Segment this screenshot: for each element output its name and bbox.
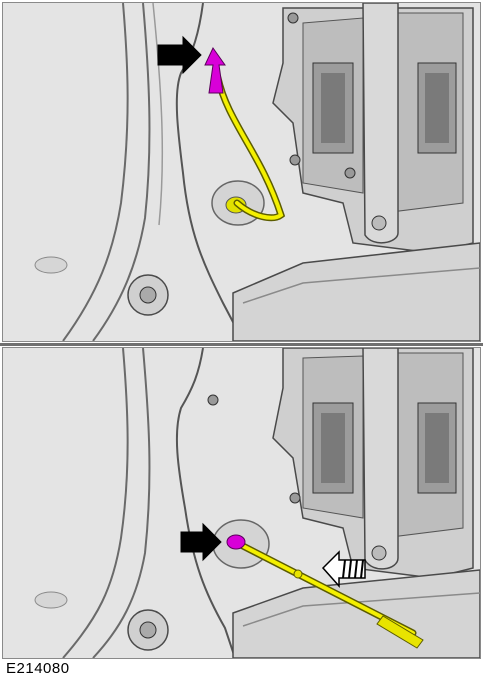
magenta-clip-icon: [204, 47, 226, 94]
striped-direction-arrow-icon: [321, 550, 366, 588]
figure-id-label: E214080: [6, 660, 70, 677]
panel-top-view: [2, 2, 481, 342]
panel-divider: [0, 343, 483, 346]
solid-black-arrow-icon: [157, 35, 202, 75]
magenta-clip-icon: [226, 534, 246, 550]
panel-bottom-view: [2, 347, 481, 659]
yellow-cable-icon: [235, 540, 424, 649]
yellow-cable-icon: [214, 74, 286, 222]
solid-black-arrow-icon: [180, 522, 222, 562]
